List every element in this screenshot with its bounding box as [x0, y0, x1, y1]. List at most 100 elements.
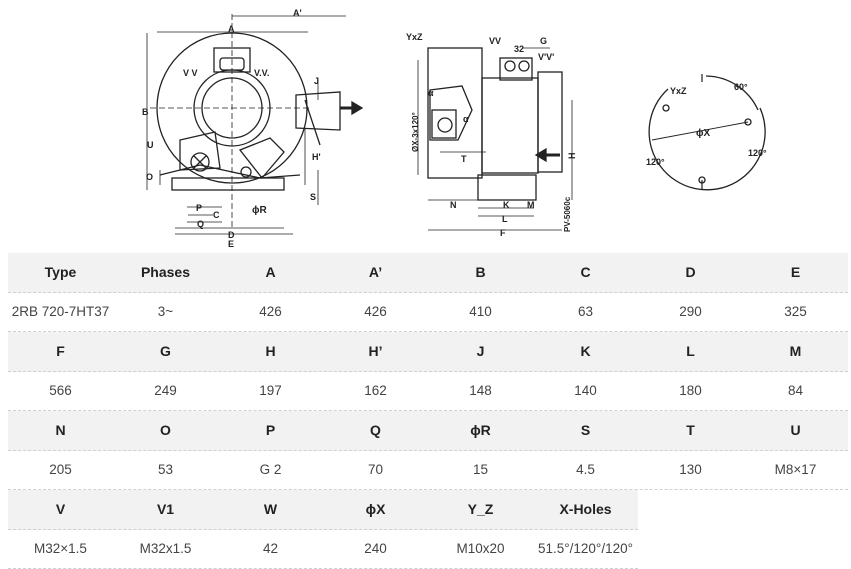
table-header-row: N O P Q ϕR S T U: [8, 411, 848, 451]
label-phi-r: ϕR: [252, 205, 267, 216]
table-cell: F: [8, 343, 113, 359]
label-side-l: L: [502, 214, 508, 224]
table-cell: 2RB 720-7HT37: [8, 304, 113, 319]
side-view-drawing: [418, 48, 572, 230]
table-row: M32×1.5 M32x1.5 42 240 M10x20 51.5°/120°…: [8, 530, 638, 569]
technical-drawing: A' A V V V.V. J B H' U O S P C Q D E ϕR …: [0, 0, 851, 250]
label-o: O: [146, 172, 153, 182]
table-cell: 4.5: [533, 462, 638, 477]
table-cell: T: [638, 422, 743, 438]
table-cell: 15: [428, 462, 533, 477]
table-cell: 426: [323, 304, 428, 319]
table-cell: 162: [323, 383, 428, 398]
table-cell: H’: [323, 343, 428, 359]
table-cell: ϕR: [428, 422, 533, 438]
label-side-v-prime-v: V'V': [538, 52, 554, 62]
table-cell: C: [533, 264, 638, 280]
table-cell: 63: [533, 304, 638, 319]
table-cell: ϕX: [323, 501, 428, 517]
label-q: Q: [197, 219, 204, 229]
label-e: E: [228, 239, 234, 249]
table-cell: 426: [218, 304, 323, 319]
label-flange-120-right: 120°: [748, 148, 767, 158]
label-c: C: [213, 210, 220, 220]
table-cell: 148: [428, 383, 533, 398]
table-cell: Q: [323, 422, 428, 438]
table-cell: 53: [113, 462, 218, 477]
label-side-alpha-1: α: [428, 88, 434, 98]
table-row: 2RB 720-7HT37 3~ 426 426 410 63 290 325: [8, 293, 848, 333]
table-cell: V1: [113, 501, 218, 517]
table-cell: 205: [8, 462, 113, 477]
label-j: J: [314, 76, 319, 86]
table-cell: 84: [743, 383, 848, 398]
table-cell: Phases: [113, 264, 218, 280]
label-side-vv: VV: [489, 36, 501, 46]
label-side-g: G: [540, 36, 547, 46]
table-cell: Type: [8, 264, 113, 280]
table-cell: W: [218, 501, 323, 517]
table-cell: 130: [638, 462, 743, 477]
label-s: S: [310, 192, 316, 202]
table-cell: E: [743, 264, 848, 280]
label-side-f: F: [500, 228, 506, 238]
table-cell: O: [113, 422, 218, 438]
table-cell: 566: [8, 383, 113, 398]
label-a: A: [228, 24, 235, 34]
label-side-alpha-2: α: [463, 114, 469, 124]
spec-table: Type Phases A A’ B C D E 2RB 720-7HT37 3…: [8, 253, 848, 569]
table-cell: M: [743, 343, 848, 359]
label-vv-left: V V: [183, 68, 198, 78]
table-cell: M8×17: [743, 462, 848, 477]
table-cell: 140: [533, 383, 638, 398]
label-p: P: [196, 203, 202, 213]
table-cell: 70: [323, 462, 428, 477]
table-cell: H: [218, 343, 323, 359]
table-cell: G: [113, 343, 218, 359]
table-cell: B: [428, 264, 533, 280]
label-side-32: 32: [514, 44, 524, 54]
table-cell: N: [8, 422, 113, 438]
label-a-prime: A': [293, 8, 302, 18]
table-cell: S: [533, 422, 638, 438]
label-u: U: [147, 140, 154, 150]
label-side-t: T: [461, 154, 467, 164]
label-side-n: N: [450, 200, 457, 210]
table-header-row: V V1 W ϕX Y_Z X-Holes: [8, 490, 638, 530]
table-cell: 197: [218, 383, 323, 398]
label-flange-120-left: 120°: [646, 157, 665, 167]
label-flange-60: 60°: [734, 82, 748, 92]
label-side-m: M: [527, 200, 535, 210]
table-cell: Y_Z: [428, 501, 533, 517]
label-side-yxz: YxZ: [406, 32, 423, 42]
table-cell: A: [218, 264, 323, 280]
label-h-prime: H': [312, 152, 321, 162]
table-cell: 3~: [113, 304, 218, 319]
table-cell: M32×1.5: [8, 541, 113, 556]
label-flange-phi-x: ϕX: [696, 128, 710, 139]
front-view-drawing: [147, 14, 346, 234]
label-flange-yxz: YxZ: [670, 86, 687, 96]
table-cell: 325: [743, 304, 848, 319]
table-row: 205 53 G 2 70 15 4.5 130 M8×17: [8, 451, 848, 491]
table-cell: M10x20: [428, 541, 533, 556]
table-cell: 290: [638, 304, 743, 319]
table-row: 566 249 197 162 148 140 180 84: [8, 372, 848, 412]
table-cell: G 2: [218, 462, 323, 477]
table-cell: A’: [323, 264, 428, 280]
label-b: B: [142, 107, 149, 117]
table-cell: 42: [218, 541, 323, 556]
table-cell: K: [533, 343, 638, 359]
label-side-model: PV-5060c: [563, 196, 572, 232]
table-cell: D: [638, 264, 743, 280]
table-cell: J: [428, 343, 533, 359]
table-header-row: F G H H’ J K L M: [8, 332, 848, 372]
label-side-h: H: [567, 153, 577, 160]
table-cell: 180: [638, 383, 743, 398]
label-side-k: K: [503, 200, 510, 210]
table-header-row: Type Phases A A’ B C D E: [8, 253, 848, 293]
table-cell: L: [638, 343, 743, 359]
table-cell: 249: [113, 383, 218, 398]
table-cell: 240: [323, 541, 428, 556]
label-vv-right: V.V.: [254, 68, 269, 78]
